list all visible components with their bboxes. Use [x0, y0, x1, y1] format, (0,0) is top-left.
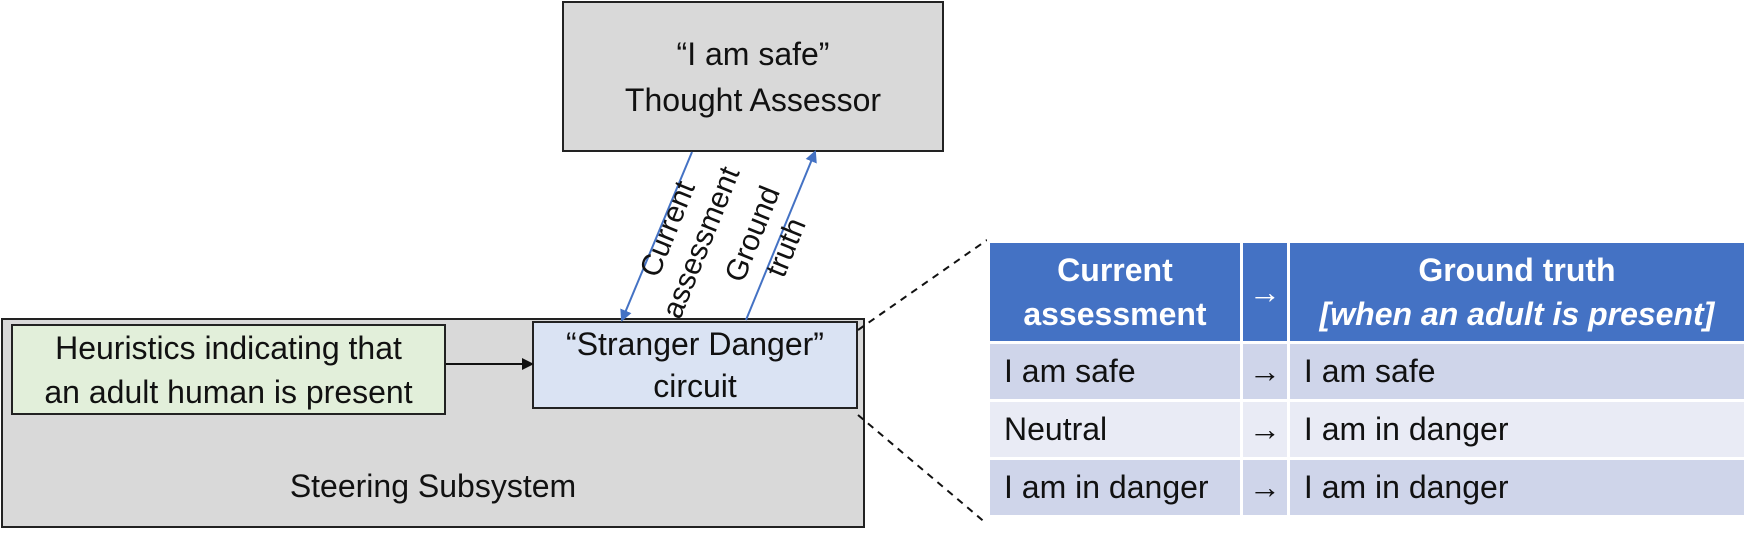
header-current-assessment: Current assessment	[987, 240, 1243, 344]
zoom-line-top	[857, 239, 988, 331]
heuristics-line-1: Heuristics indicating that	[55, 329, 402, 366]
table-row: I am in danger → I am in danger	[987, 457, 1748, 518]
row-truth: I am in danger	[1286, 399, 1748, 460]
thought-assessor-box: “I am safe” Thought Assessor	[562, 1, 944, 152]
table-row: Neutral → I am in danger	[987, 399, 1748, 460]
row-truth: I am in danger	[1286, 457, 1748, 518]
row-current: Neutral	[987, 399, 1243, 460]
steering-subsystem-label: Steering Subsystem	[289, 468, 577, 504]
stranger-danger-box: “Stranger Danger” circuit	[532, 321, 858, 409]
heuristics-line-2: an adult human is present	[44, 373, 413, 410]
assessment-mapping-table: Current assessment → Ground truth [when …	[987, 240, 1748, 518]
row-current: I am in danger	[987, 457, 1243, 518]
row-arrow: →	[1239, 457, 1290, 518]
row-current: I am safe	[987, 341, 1243, 402]
table-header-row: Current assessment → Ground truth [when …	[987, 240, 1748, 344]
ground-truth-arrow	[745, 150, 817, 321]
header-current-line-1: Current	[1057, 252, 1173, 288]
header-ground-truth-note: [when an adult is present]	[1319, 296, 1715, 332]
row-arrow: →	[1239, 399, 1290, 460]
current-assessment-arrow	[620, 151, 693, 322]
header-ground-truth: Ground truth [when an adult is present]	[1286, 240, 1748, 344]
table-row: I am safe → I am safe	[987, 341, 1748, 402]
stranger-danger-line-2: circuit	[653, 368, 737, 404]
stranger-danger-line-1: “Stranger Danger”	[566, 326, 824, 362]
zoom-line-bottom	[857, 414, 988, 525]
header-arrow: →	[1239, 240, 1290, 344]
thought-assessor-title: Thought Assessor	[624, 81, 882, 118]
row-arrow: →	[1239, 341, 1290, 402]
thought-assessor-quote: “I am safe”	[676, 35, 830, 72]
row-truth: I am safe	[1286, 341, 1748, 402]
header-ground-truth-line-1: Ground truth	[1418, 252, 1616, 288]
heuristics-box: Heuristics indicating that an adult huma…	[11, 324, 446, 415]
header-current-line-2: assessment	[1023, 296, 1207, 332]
